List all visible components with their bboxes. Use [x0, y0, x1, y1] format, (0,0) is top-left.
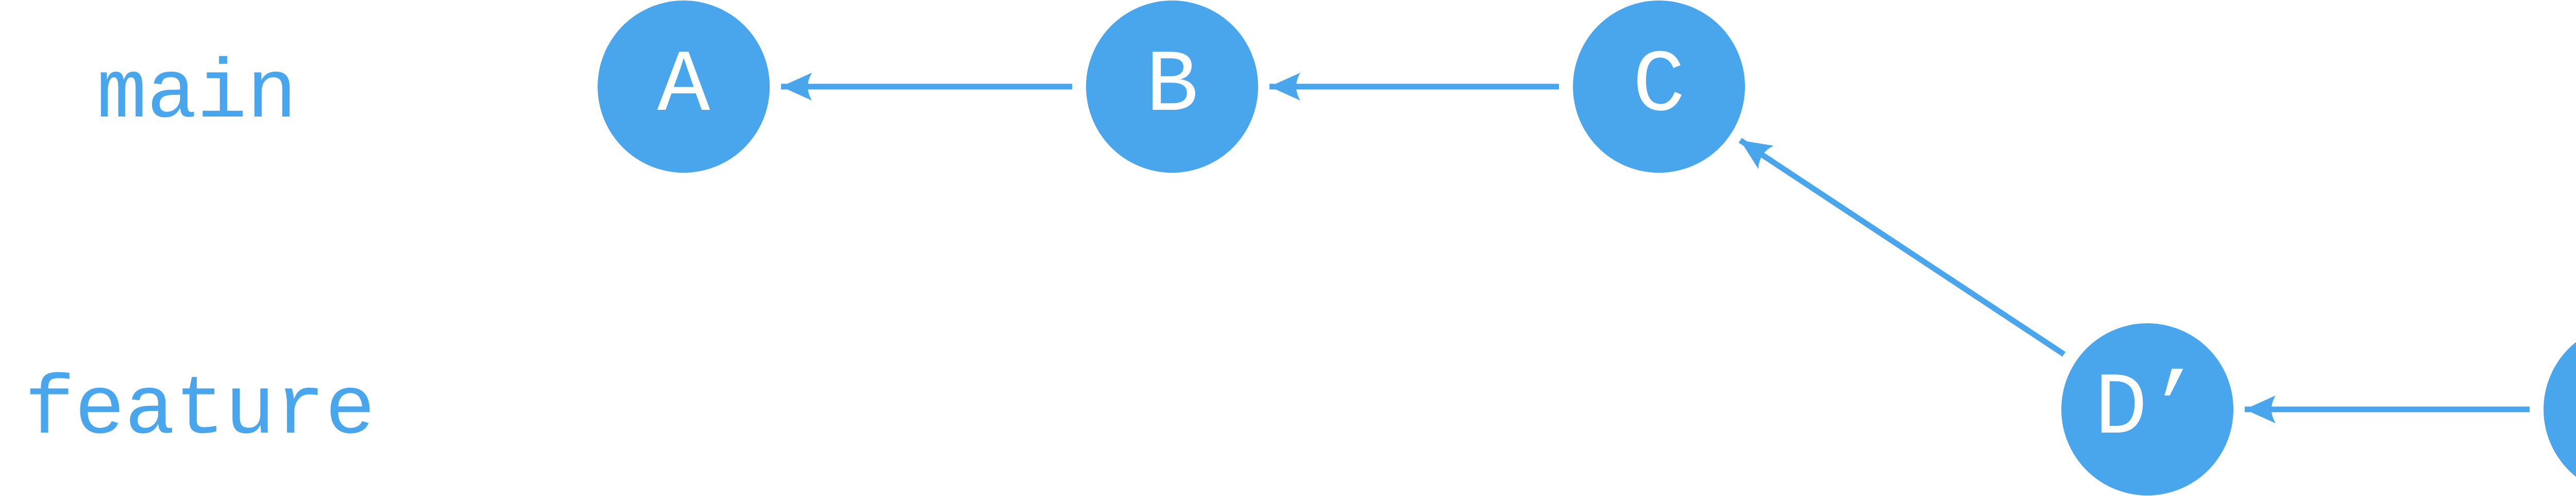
- parent-arrow-D-prime-to-C: [1738, 138, 2066, 357]
- commit-node-label: D’: [2094, 359, 2200, 459]
- commit-node-A: A: [598, 1, 770, 173]
- commit-node-C: C: [1573, 1, 1745, 173]
- branch-label-feature: feature: [24, 363, 376, 458]
- commit-node-label: A: [657, 37, 710, 137]
- commit-node-label: C: [1632, 37, 1686, 137]
- branch-label-main: main: [96, 47, 297, 142]
- commit-node-B: B: [1086, 1, 1258, 173]
- commit-node-D-prime: D’: [2061, 323, 2233, 495]
- commit-node-label: B: [1145, 37, 1199, 137]
